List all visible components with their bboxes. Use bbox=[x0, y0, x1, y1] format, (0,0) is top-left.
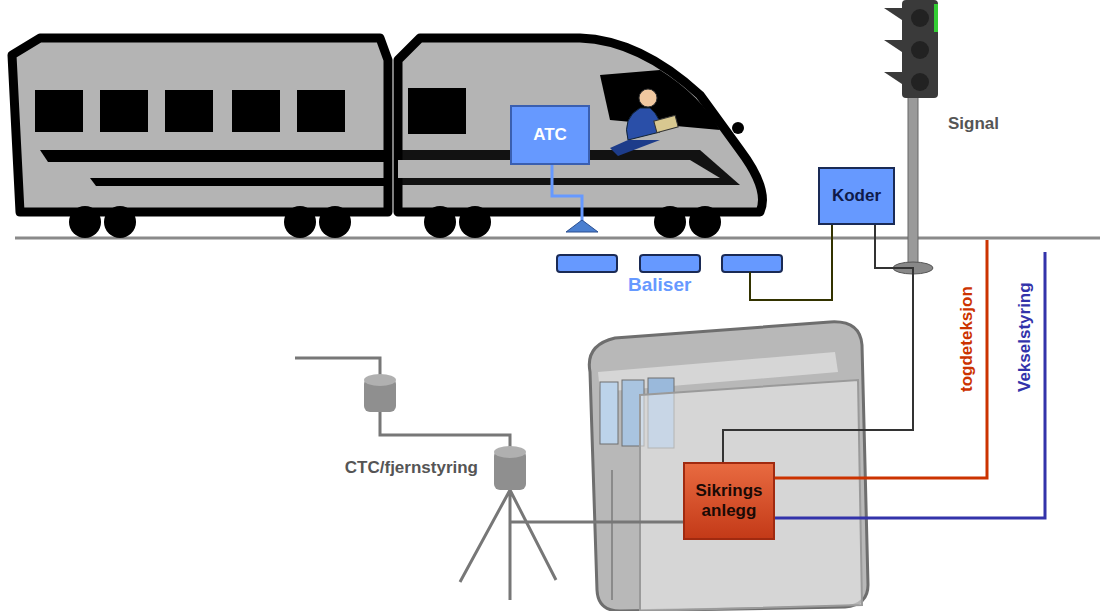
atc-box: ATC bbox=[510, 105, 590, 165]
box-text: ATC bbox=[533, 125, 567, 145]
interlocking-box: Sikrings anlegg bbox=[683, 462, 775, 540]
signal-label: Signal bbox=[948, 114, 999, 134]
signal bbox=[884, 0, 938, 274]
box-text: Koder bbox=[832, 186, 881, 206]
balise bbox=[557, 255, 782, 272]
train-detection-wire bbox=[772, 240, 987, 478]
balise-wire bbox=[750, 225, 832, 300]
koder-box: Koder bbox=[818, 167, 895, 225]
rail-track bbox=[15, 237, 1100, 240]
atc-antenna bbox=[552, 165, 598, 232]
box-text: Sikrings anlegg bbox=[689, 481, 769, 520]
computer-housing bbox=[589, 322, 868, 611]
detection-label: togdeteksjon bbox=[957, 286, 977, 392]
ctc-symbol bbox=[295, 358, 683, 600]
train bbox=[12, 38, 763, 238]
driver-figure bbox=[610, 89, 678, 156]
balise-label: Baliser bbox=[628, 274, 691, 297]
switch-label: Vekselstyring bbox=[1015, 282, 1035, 392]
ctc-label: CTC/fjernstyring bbox=[345, 458, 478, 478]
signal-cable bbox=[723, 225, 913, 462]
switch-control-wire bbox=[772, 252, 1045, 518]
